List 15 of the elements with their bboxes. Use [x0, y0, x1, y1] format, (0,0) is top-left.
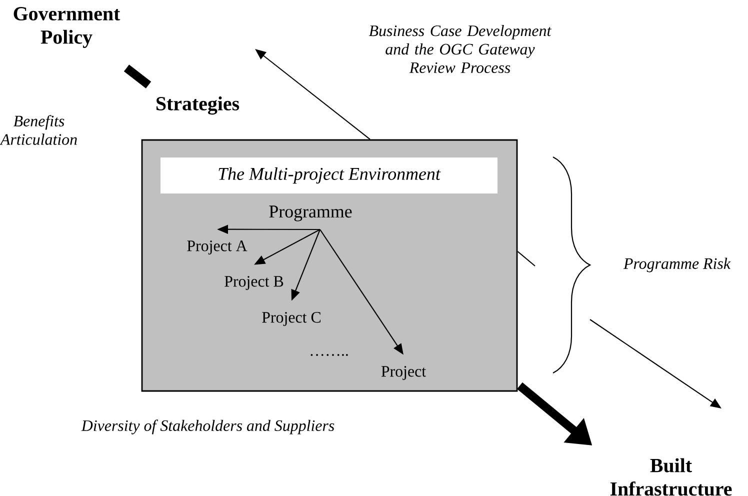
- annotation: Benefits Articulation: [0, 115, 77, 145]
- annotation: Diversity of Stakeholders and Suppliers: [81, 420, 334, 434]
- item-label: Project: [381, 366, 426, 380]
- concept-label: Strategies: [156, 96, 240, 115]
- item-label: Programme: [269, 206, 352, 222]
- concept-label: Government Policy: [14, 7, 120, 48]
- title-banner: The Multi-project Environment: [160, 158, 498, 194]
- item-label: Project C: [262, 312, 321, 326]
- thick-bar: [124, 64, 152, 88]
- concept-label: Built Infrastructure: [610, 458, 732, 496]
- item-label: Project A: [187, 240, 248, 254]
- annotation: Business Case Development and the OGC Gateway Review Process: [368, 24, 552, 74]
- annotation: Programme Risk: [623, 258, 731, 272]
- ellipsis-dots: ……..: [310, 354, 348, 356]
- item-label: Project B: [224, 276, 284, 290]
